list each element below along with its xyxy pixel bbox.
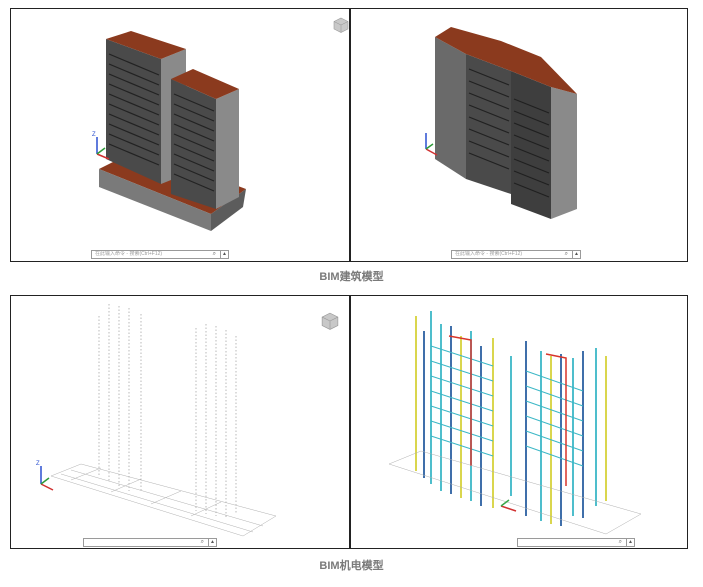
viewport-mep-pipes[interactable]: ⌕ ▲ [350,295,688,549]
viewport-mep-wire[interactable]: Z ⌕ ▲ [10,295,350,549]
command-line-input[interactable]: 在此输入命令 - 搜索(Ctrl+F12) ⌕ ▲ [91,250,229,259]
arch-back-model [425,27,577,219]
viewport-arch-back[interactable]: 在此输入命令 - 搜索(Ctrl+F12) ⌕ ▲ [350,8,688,262]
viewport-arch-iso[interactable]: Z 在此输入命令 - 搜索(Ctrl+F12) ⌕ ▲ [10,8,350,262]
search-icon[interactable]: ⌕ [564,251,568,257]
caption-mep: BIM机电模型 [319,560,384,572]
command-placeholder: 在此输入命令 - 搜索(Ctrl+F12) [455,251,523,257]
command-placeholder: 在此输入命令 - 搜索(Ctrl+F12) [95,251,163,257]
expand-up-icon[interactable]: ▲ [626,539,634,546]
expand-up-icon[interactable]: ▲ [220,251,228,258]
viewcube-icon[interactable] [321,312,339,330]
search-icon[interactable]: ⌕ [212,251,216,257]
expand-up-icon[interactable]: ▲ [572,251,580,258]
mep-pipes-model [388,311,642,535]
command-line-input-4[interactable]: ⌕ ▲ [517,538,635,547]
search-icon[interactable]: ⌕ [618,539,622,545]
arch-iso-model: Z [92,31,246,231]
command-line-input-3[interactable]: ⌕ ▲ [83,538,217,547]
expand-up-icon[interactable]: ▲ [208,539,216,546]
axis-z-label: Z [92,132,96,138]
search-icon[interactable]: ⌕ [200,539,204,545]
caption-architecture: BIM建筑模型 [319,271,384,283]
viewcube-icon[interactable] [333,17,349,33]
axis-z-label: Z [36,461,40,467]
mep-wireframe-model: Z [36,304,277,537]
command-line-input-2[interactable]: 在此输入命令 - 搜索(Ctrl+F12) ⌕ ▲ [451,250,581,259]
